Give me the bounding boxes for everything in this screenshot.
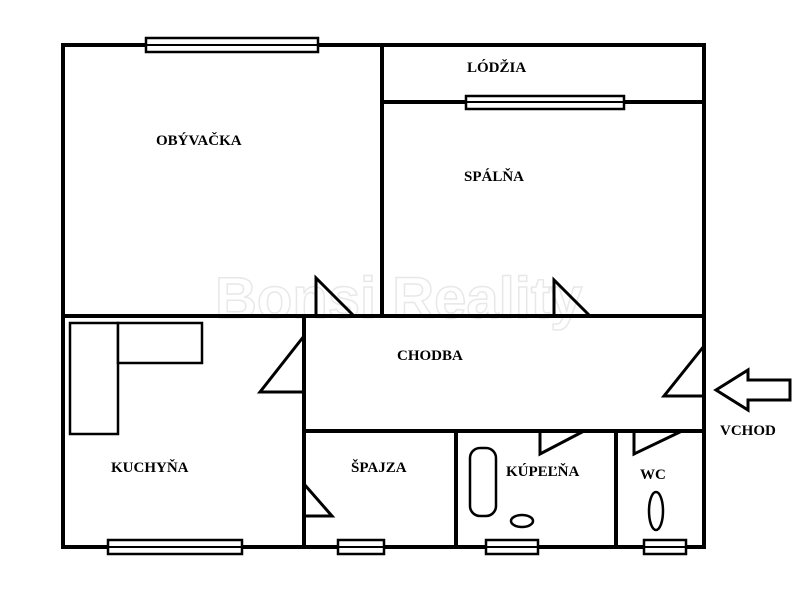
door-bedroom <box>552 276 592 318</box>
room-label-kitchen: KUCHYŇA <box>111 459 189 476</box>
room-label-wc: WC <box>640 467 666 483</box>
entrance-arrow-icon <box>713 367 792 413</box>
room-label-bathroom: KÚPEĽŇA <box>506 463 580 480</box>
room-label-loggia: LÓDŽIA <box>467 59 526 76</box>
window-bathroom <box>484 538 540 556</box>
window-living-room <box>144 36 320 54</box>
door-bathroom <box>538 429 585 457</box>
doors <box>256 274 706 518</box>
window-bedroom <box>464 94 626 111</box>
window-pantry <box>336 538 386 556</box>
door-kitchen <box>256 335 306 394</box>
door-pantry <box>302 483 336 518</box>
toilet <box>647 490 665 532</box>
door-entrance <box>660 345 706 398</box>
room-label-living-room: OBÝVAČKA <box>156 132 242 149</box>
entrance-label: VCHOD <box>720 423 776 439</box>
bathtub <box>468 446 498 518</box>
door-wc <box>632 429 683 457</box>
interior-walls <box>61 43 706 549</box>
kitchen-counter <box>68 321 204 436</box>
door-living-room <box>314 274 356 318</box>
window-kitchen <box>106 538 244 556</box>
windows <box>106 36 688 556</box>
room-label-hallway: CHODBA <box>397 348 463 364</box>
washbasin <box>509 513 535 529</box>
room-label-bedroom: SPÁLŇA <box>464 168 524 185</box>
room-label-pantry: ŠPAJZA <box>351 459 407 476</box>
window-wc <box>642 538 688 556</box>
watermark: Bonsi Reality <box>215 266 582 331</box>
